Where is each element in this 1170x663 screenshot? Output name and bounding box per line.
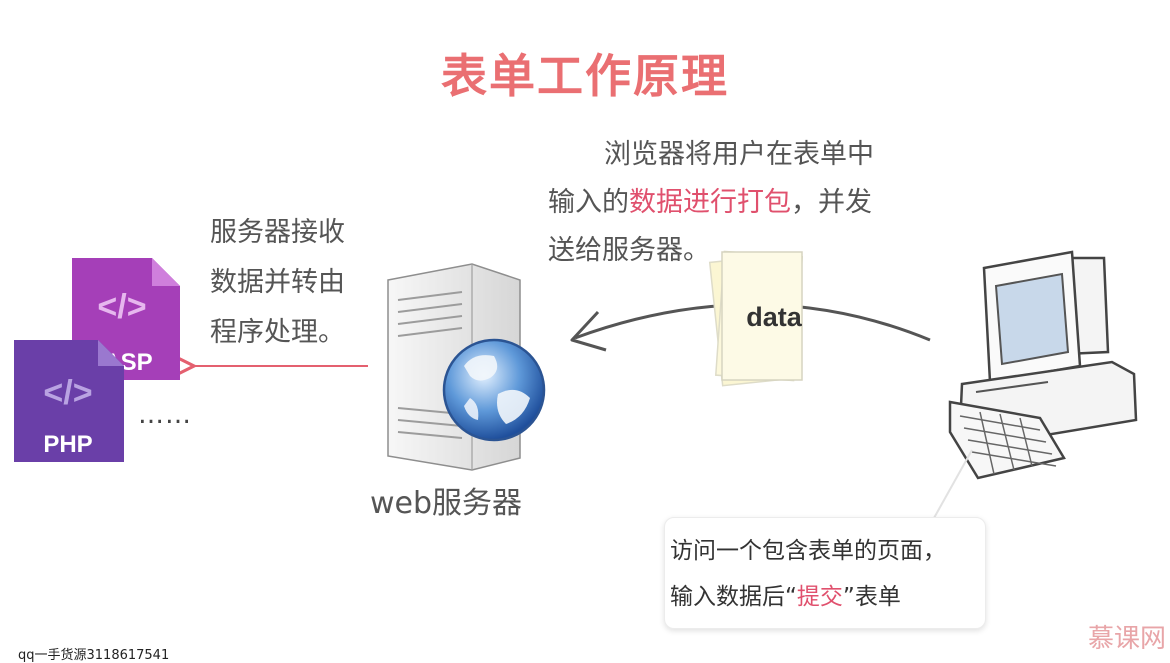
- brand-watermark: 慕课网: [1088, 624, 1167, 654]
- server-processing-note: 服务器接收 数据并转由 程序处理。: [210, 208, 380, 358]
- bubble-pointer: [933, 449, 973, 519]
- highlight-submit: 提交: [796, 584, 843, 610]
- data-label: data: [746, 302, 803, 332]
- browser-note-line-3: 送给服务器。: [548, 235, 710, 266]
- client-computer-icon: [948, 250, 1138, 480]
- server-note-line-1: 服务器接收: [210, 217, 345, 248]
- submit-form-note: 访问一个包含表单的页面， 输入数据后“提交”表单: [670, 528, 946, 620]
- server-note-line-3: 程序处理。: [210, 317, 345, 348]
- web-server-label: web服务器: [370, 486, 523, 521]
- globe-icon: [442, 338, 546, 442]
- svg-text:</>: </>: [43, 374, 92, 412]
- php-label: PHP: [43, 431, 92, 458]
- svg-text:</>: </>: [97, 288, 146, 326]
- submit-note-line-2: 输入数据后“提交”表单: [670, 584, 901, 610]
- server-note-line-2: 数据并转由: [210, 267, 345, 298]
- highlight-package-data: 数据进行打包: [629, 187, 791, 218]
- php-file-icon: </> PHP: [14, 340, 124, 462]
- submit-note-line-1: 访问一个包含表单的页面，: [670, 538, 946, 564]
- browser-note-line-2: 输入的数据进行打包，并发: [548, 187, 872, 218]
- web-server-icon: [387, 263, 546, 471]
- browser-note-line-1: 浏览器将用户在表单中: [604, 139, 874, 170]
- page-title: 表单工作原理: [441, 49, 729, 103]
- data-package-icon: data: [708, 250, 804, 387]
- browser-packaging-note: 浏览器将用户在表单中 输入的数据进行打包，并发 送给服务器。: [548, 131, 908, 275]
- submit-callout: [664, 517, 986, 629]
- more-languages-ellipsis: ……: [138, 400, 192, 430]
- source-watermark: qq一手货源3118617541: [18, 648, 170, 663]
